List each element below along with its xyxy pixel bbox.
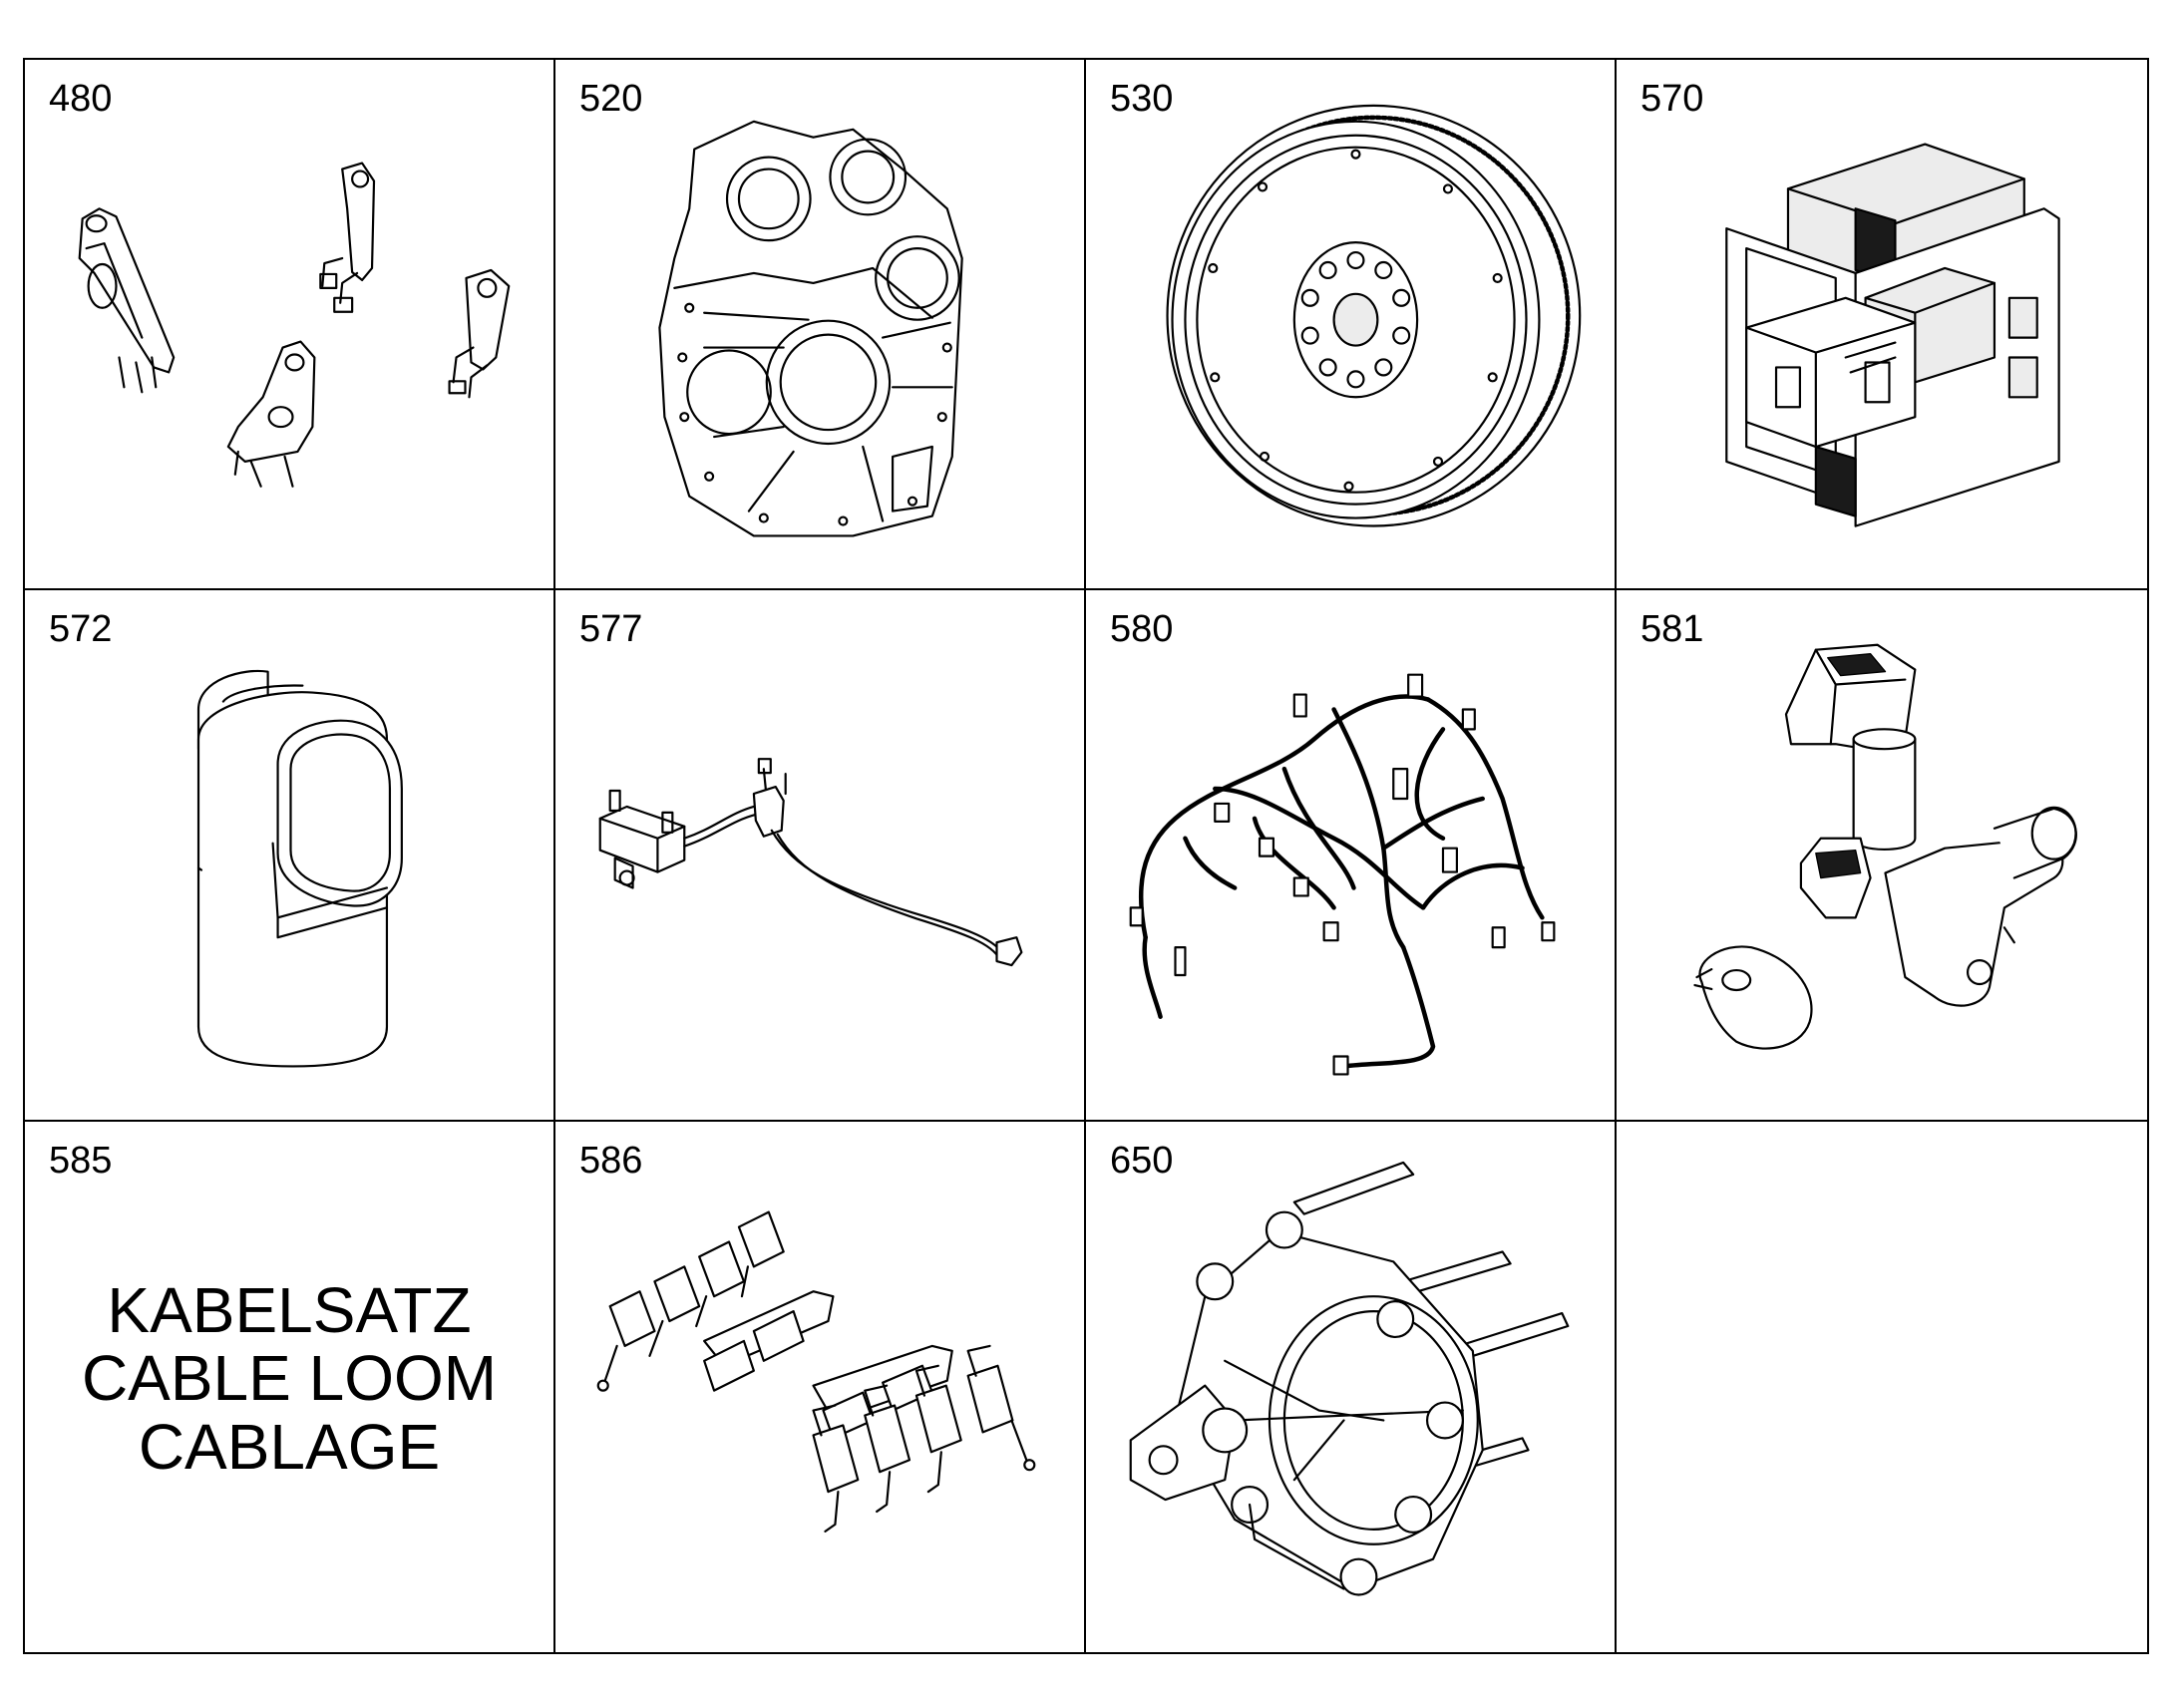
flywheel-icon: [1166, 104, 1582, 527]
part-cell-570[interactable]: 570: [1617, 60, 2147, 591]
part-cell-581[interactable]: 581: [1617, 590, 2147, 1122]
part-cell-650[interactable]: 650: [1086, 1121, 1617, 1652]
timing-case-icon: [658, 120, 963, 537]
part-number: 480: [49, 78, 113, 120]
part-number: 570: [1640, 78, 1704, 120]
part-number: 572: [49, 608, 113, 651]
part-cell-572[interactable]: 572: [25, 590, 555, 1122]
part-number: 586: [579, 1139, 643, 1182]
part-cell-586[interactable]: 586: [555, 1121, 1086, 1652]
part-number: 530: [1110, 78, 1174, 120]
part-cell-577[interactable]: 577: [555, 590, 1086, 1122]
parts-grid: 480 520: [23, 58, 2149, 1654]
wiring-harness-icon: [1129, 673, 1556, 1076]
bracket-set-icon: [78, 162, 511, 488]
part-number: 520: [579, 78, 643, 120]
part-cell-480[interactable]: 480: [25, 60, 555, 591]
part-cell-580[interactable]: 580: [1086, 590, 1617, 1122]
part-cell-520[interactable]: 520: [555, 60, 1086, 591]
label-line-de: KABELSATZ: [107, 1273, 472, 1346]
cable-loom-label: KABELSATZ CABLE LOOM CABLAGE: [25, 1273, 553, 1483]
label-line-en: CABLE LOOM: [81, 1342, 498, 1415]
part-cell-empty: [1617, 1122, 2147, 1652]
part-cell-585[interactable]: 585 KABELSATZ CABLE LOOM CABLAGE: [25, 1121, 555, 1652]
bell-housing-icon: [1129, 1161, 1570, 1596]
part-number: 585: [49, 1139, 113, 1182]
fuel-filter-icon: [196, 670, 403, 1068]
label-line-fr: CABLAGE: [138, 1410, 441, 1483]
part-number: 580: [1110, 608, 1174, 651]
part-number: 581: [1640, 608, 1704, 651]
part-cell-530[interactable]: 530: [1086, 60, 1617, 591]
injector-connector-icon: [596, 1210, 1036, 1533]
control-unit-icon: [1725, 143, 2060, 527]
speed-sensor-icon: [1693, 643, 2077, 1050]
part-number: 650: [1110, 1139, 1174, 1182]
part-number: 577: [579, 608, 643, 651]
sensor-lead-icon: [598, 758, 1023, 967]
